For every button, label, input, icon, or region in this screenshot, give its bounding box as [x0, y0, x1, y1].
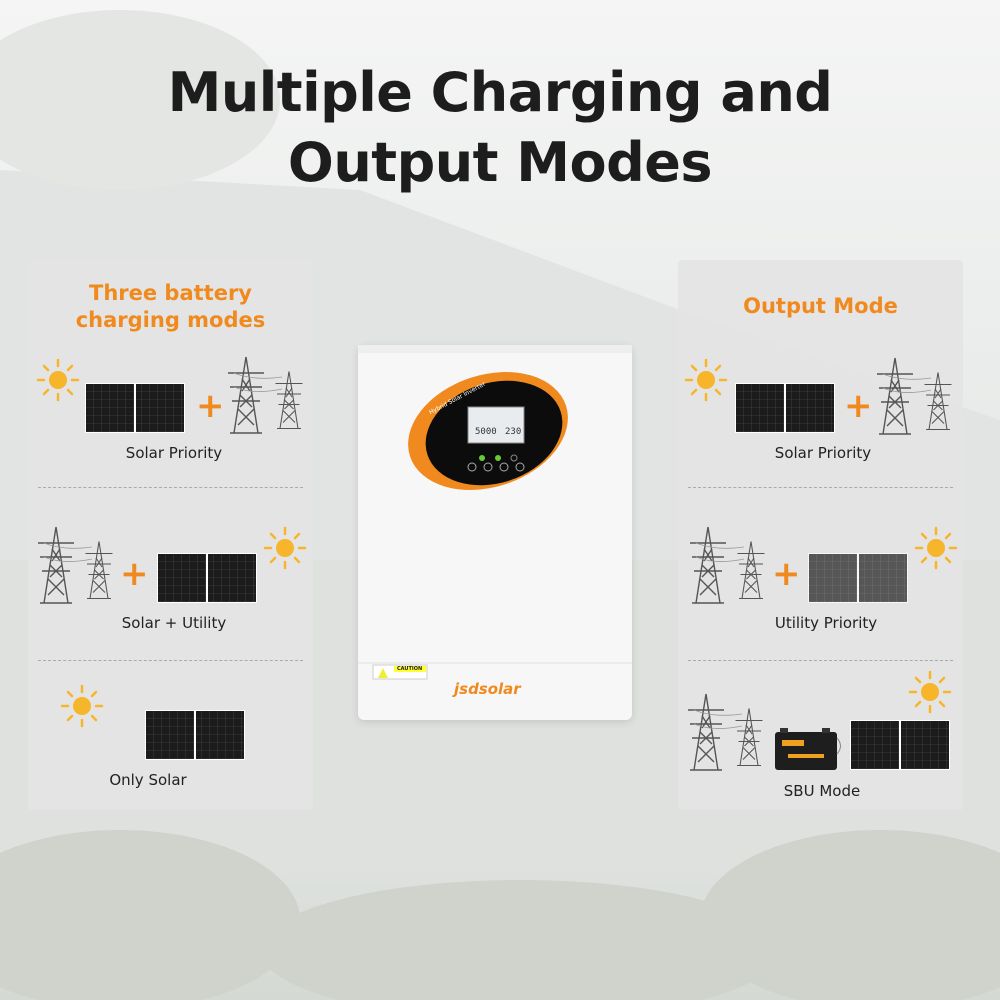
- sun-icon: [914, 526, 958, 570]
- plus-icon: +: [120, 554, 149, 594]
- sun-icon: [36, 358, 80, 402]
- power-tower-icon: [873, 356, 955, 436]
- divider: [688, 487, 953, 488]
- power-tower-icon: [684, 692, 766, 772]
- caution-label: CAUTION: [397, 666, 423, 672]
- solar-panel-icon: [850, 720, 950, 770]
- title-line-2: Output Modes: [287, 131, 713, 194]
- panel-title-line-2: charging modes: [75, 308, 266, 332]
- display-right-value: 230: [505, 427, 522, 437]
- solar-panel-icon: [145, 710, 245, 760]
- mode-label: Only Solar: [109, 771, 187, 789]
- inverter-product: 5000 230 Hybrid Solar Inverter CAUTION j…: [358, 345, 632, 720]
- mode-label: Utility Priority: [774, 614, 878, 632]
- charging-modes-panel: Three battery charging modes + Solar Pri…: [28, 260, 313, 810]
- panel-title: Output Mode: [743, 294, 898, 318]
- mode-label: SBU Mode: [783, 782, 861, 800]
- panel-title-line-1: Three battery: [89, 281, 252, 305]
- page-title: Multiple Charging and Output Modes: [0, 58, 1000, 198]
- mode-label: Solar + Utility: [121, 614, 227, 632]
- solar-panel-icon: [157, 553, 257, 603]
- power-tower-icon: [224, 355, 306, 435]
- solar-panel-icon: [808, 553, 908, 603]
- divider: [688, 660, 953, 661]
- divider: [38, 660, 303, 661]
- plus-icon: +: [772, 554, 801, 594]
- sun-icon: [263, 526, 307, 570]
- battery-icon: [775, 728, 841, 770]
- panel-title: Three battery charging modes: [28, 280, 313, 334]
- sun-icon: [684, 358, 728, 402]
- sun-icon: [908, 670, 952, 714]
- power-tower-icon: [34, 525, 116, 605]
- solar-panel-icon: [85, 383, 185, 433]
- display-left-value: 5000: [475, 427, 497, 437]
- inverter-front: [358, 345, 632, 680]
- solar-panel-icon: [735, 383, 835, 433]
- title-line-1: Multiple Charging and: [167, 61, 833, 124]
- divider: [38, 487, 303, 488]
- mode-label: Solar Priority: [125, 444, 223, 462]
- mode-label: Solar Priority: [774, 444, 872, 462]
- plus-icon: +: [196, 386, 225, 426]
- plus-icon: +: [844, 386, 873, 426]
- power-tower-icon: [686, 525, 768, 605]
- brand-logo: jsdsolar: [454, 680, 521, 698]
- output-mode-panel: Output Mode + Solar Priority + Utility P…: [678, 260, 963, 810]
- sun-icon: [60, 684, 104, 728]
